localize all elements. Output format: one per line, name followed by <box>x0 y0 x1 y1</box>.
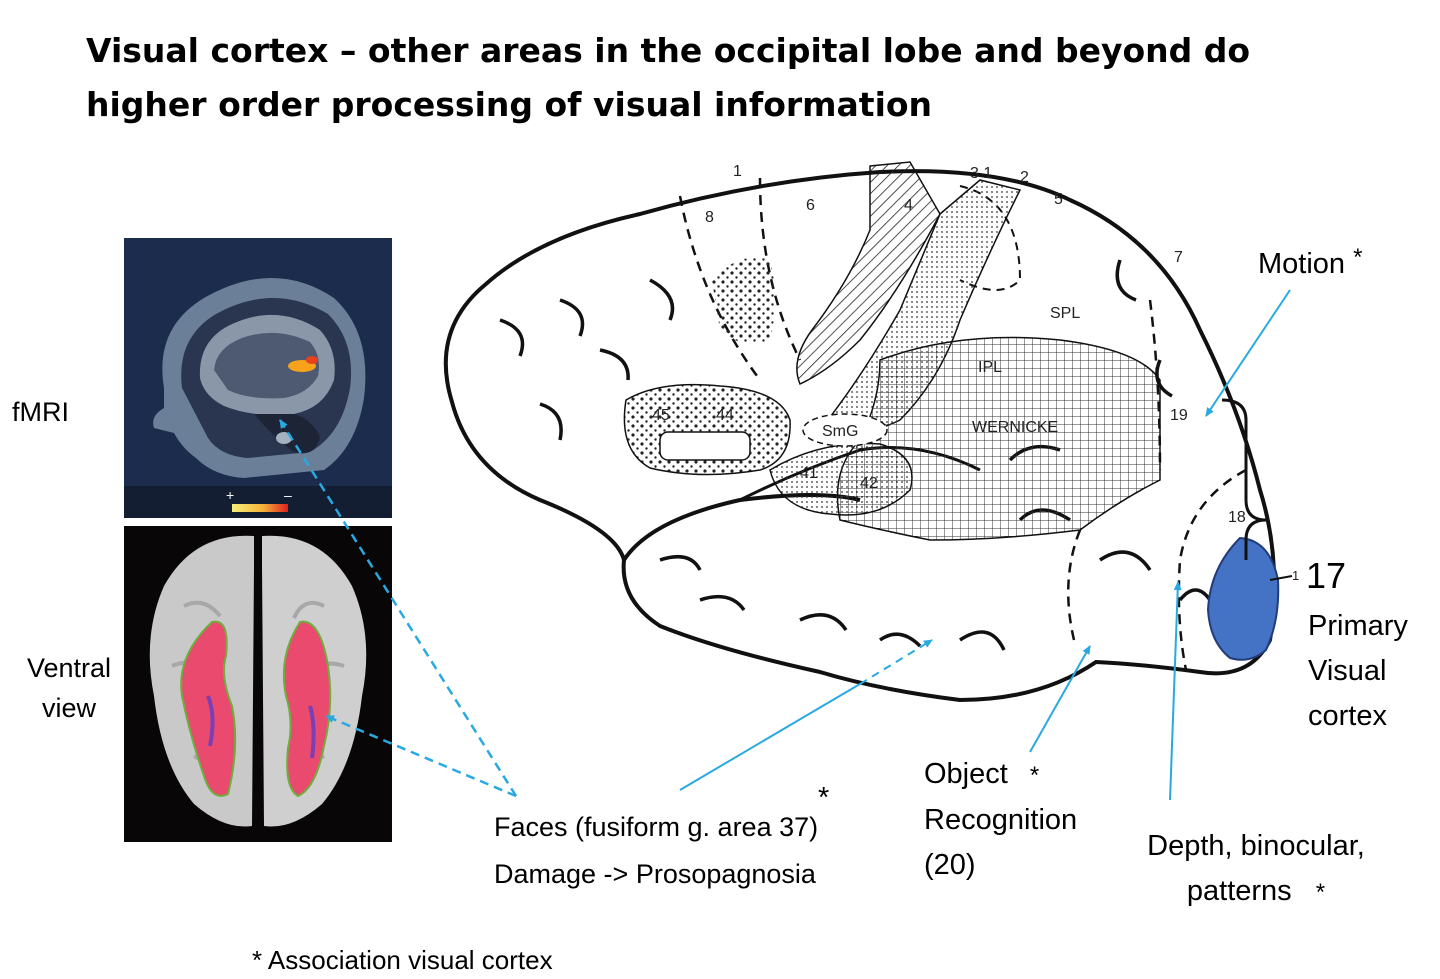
v1-label-line-1: Primary <box>1308 610 1408 642</box>
title-line-2: higher order processing of visual inform… <box>86 85 933 124</box>
area-41: 41 <box>800 465 818 482</box>
area-7: 7 <box>1174 249 1183 266</box>
area-45: 45 <box>652 407 670 424</box>
primary-visual-cortex-v1 <box>1206 536 1280 661</box>
area-19: 19 <box>1170 407 1188 424</box>
depth-line-2: patterns <box>1186 875 1292 907</box>
motion-label: Motion * <box>1258 244 1362 284</box>
area-42: 42 <box>860 475 878 492</box>
ventral-label-line-2: view <box>41 693 96 723</box>
arrow-motion <box>1205 289 1291 417</box>
motion-star: * <box>1353 244 1363 271</box>
faces-star: * <box>818 782 830 814</box>
area-ipl: IPL <box>978 359 1002 376</box>
area-2: 2 <box>1020 169 1029 186</box>
object-recognition-label: Object * Recognition (20) <box>924 752 1077 888</box>
v1-label-line-2: Visual <box>1308 655 1387 687</box>
ventral-label-line-1: Ventral <box>26 653 112 683</box>
depth-line-1: Depth, binocular, <box>1147 830 1365 862</box>
area-8: 8 <box>705 209 714 226</box>
area-3-1: 3 1 <box>970 165 992 182</box>
depth-label: Depth, binocular, patterns * <box>1120 824 1392 915</box>
fmri-sagittal-image: + – <box>124 238 392 518</box>
title-line-1: Visual cortex – other areas in the occip… <box>86 31 1251 70</box>
v1-label-line-3: cortex <box>1308 700 1387 732</box>
object-star: * <box>1029 762 1040 789</box>
object-line-3: (20) <box>924 849 976 881</box>
area-smg: SmG <box>822 423 858 440</box>
ventral-view-brain-image <box>124 526 392 842</box>
arrow-faces-ventral <box>325 714 517 798</box>
depth-star: * <box>1315 879 1326 906</box>
arrow-faces-fusiform <box>679 683 861 791</box>
area-6: 6 <box>806 197 815 214</box>
area-18: 18 <box>1228 509 1246 526</box>
area-spl: SPL <box>1050 305 1080 322</box>
arrow-depth <box>1169 581 1182 801</box>
area-17-label: 17 <box>1306 555 1347 596</box>
fmri-label: fMRI <box>12 397 69 427</box>
object-line-2: Recognition <box>924 804 1078 836</box>
object-line-1: Object <box>924 758 1008 790</box>
colorbar-minus: – <box>284 487 292 503</box>
footnote: * Association visual cortex <box>252 945 553 975</box>
arrow-faces-fmri <box>278 419 518 797</box>
area-5: 5 <box>1054 191 1063 208</box>
slide-title: Visual cortex – other areas in the occip… <box>86 24 1346 132</box>
primary-visual-cortex-label: Primary Visual cortex <box>1308 604 1408 739</box>
area-44: 44 <box>716 407 734 424</box>
arrow-faces-fusiform-dashed-tip <box>859 639 933 685</box>
arrow-object-recognition <box>1029 645 1091 753</box>
faces-line-1: Faces (fusiform g. area 37) <box>494 812 819 842</box>
faces-line-2: Damage -> Prosopagnosia <box>494 859 816 889</box>
area-17-small: 1 <box>1292 568 1299 583</box>
area-1: 1 <box>733 163 742 180</box>
faces-label: Faces (fusiform g. area 37) Damage -> Pr… <box>494 804 818 898</box>
area-wernicke: WERNICKE <box>972 419 1058 436</box>
colorbar-plus: + <box>226 487 234 503</box>
area-4: 4 <box>904 197 913 214</box>
ventral-view-label: Ventral view <box>14 648 124 728</box>
motion-text: Motion <box>1258 248 1346 280</box>
